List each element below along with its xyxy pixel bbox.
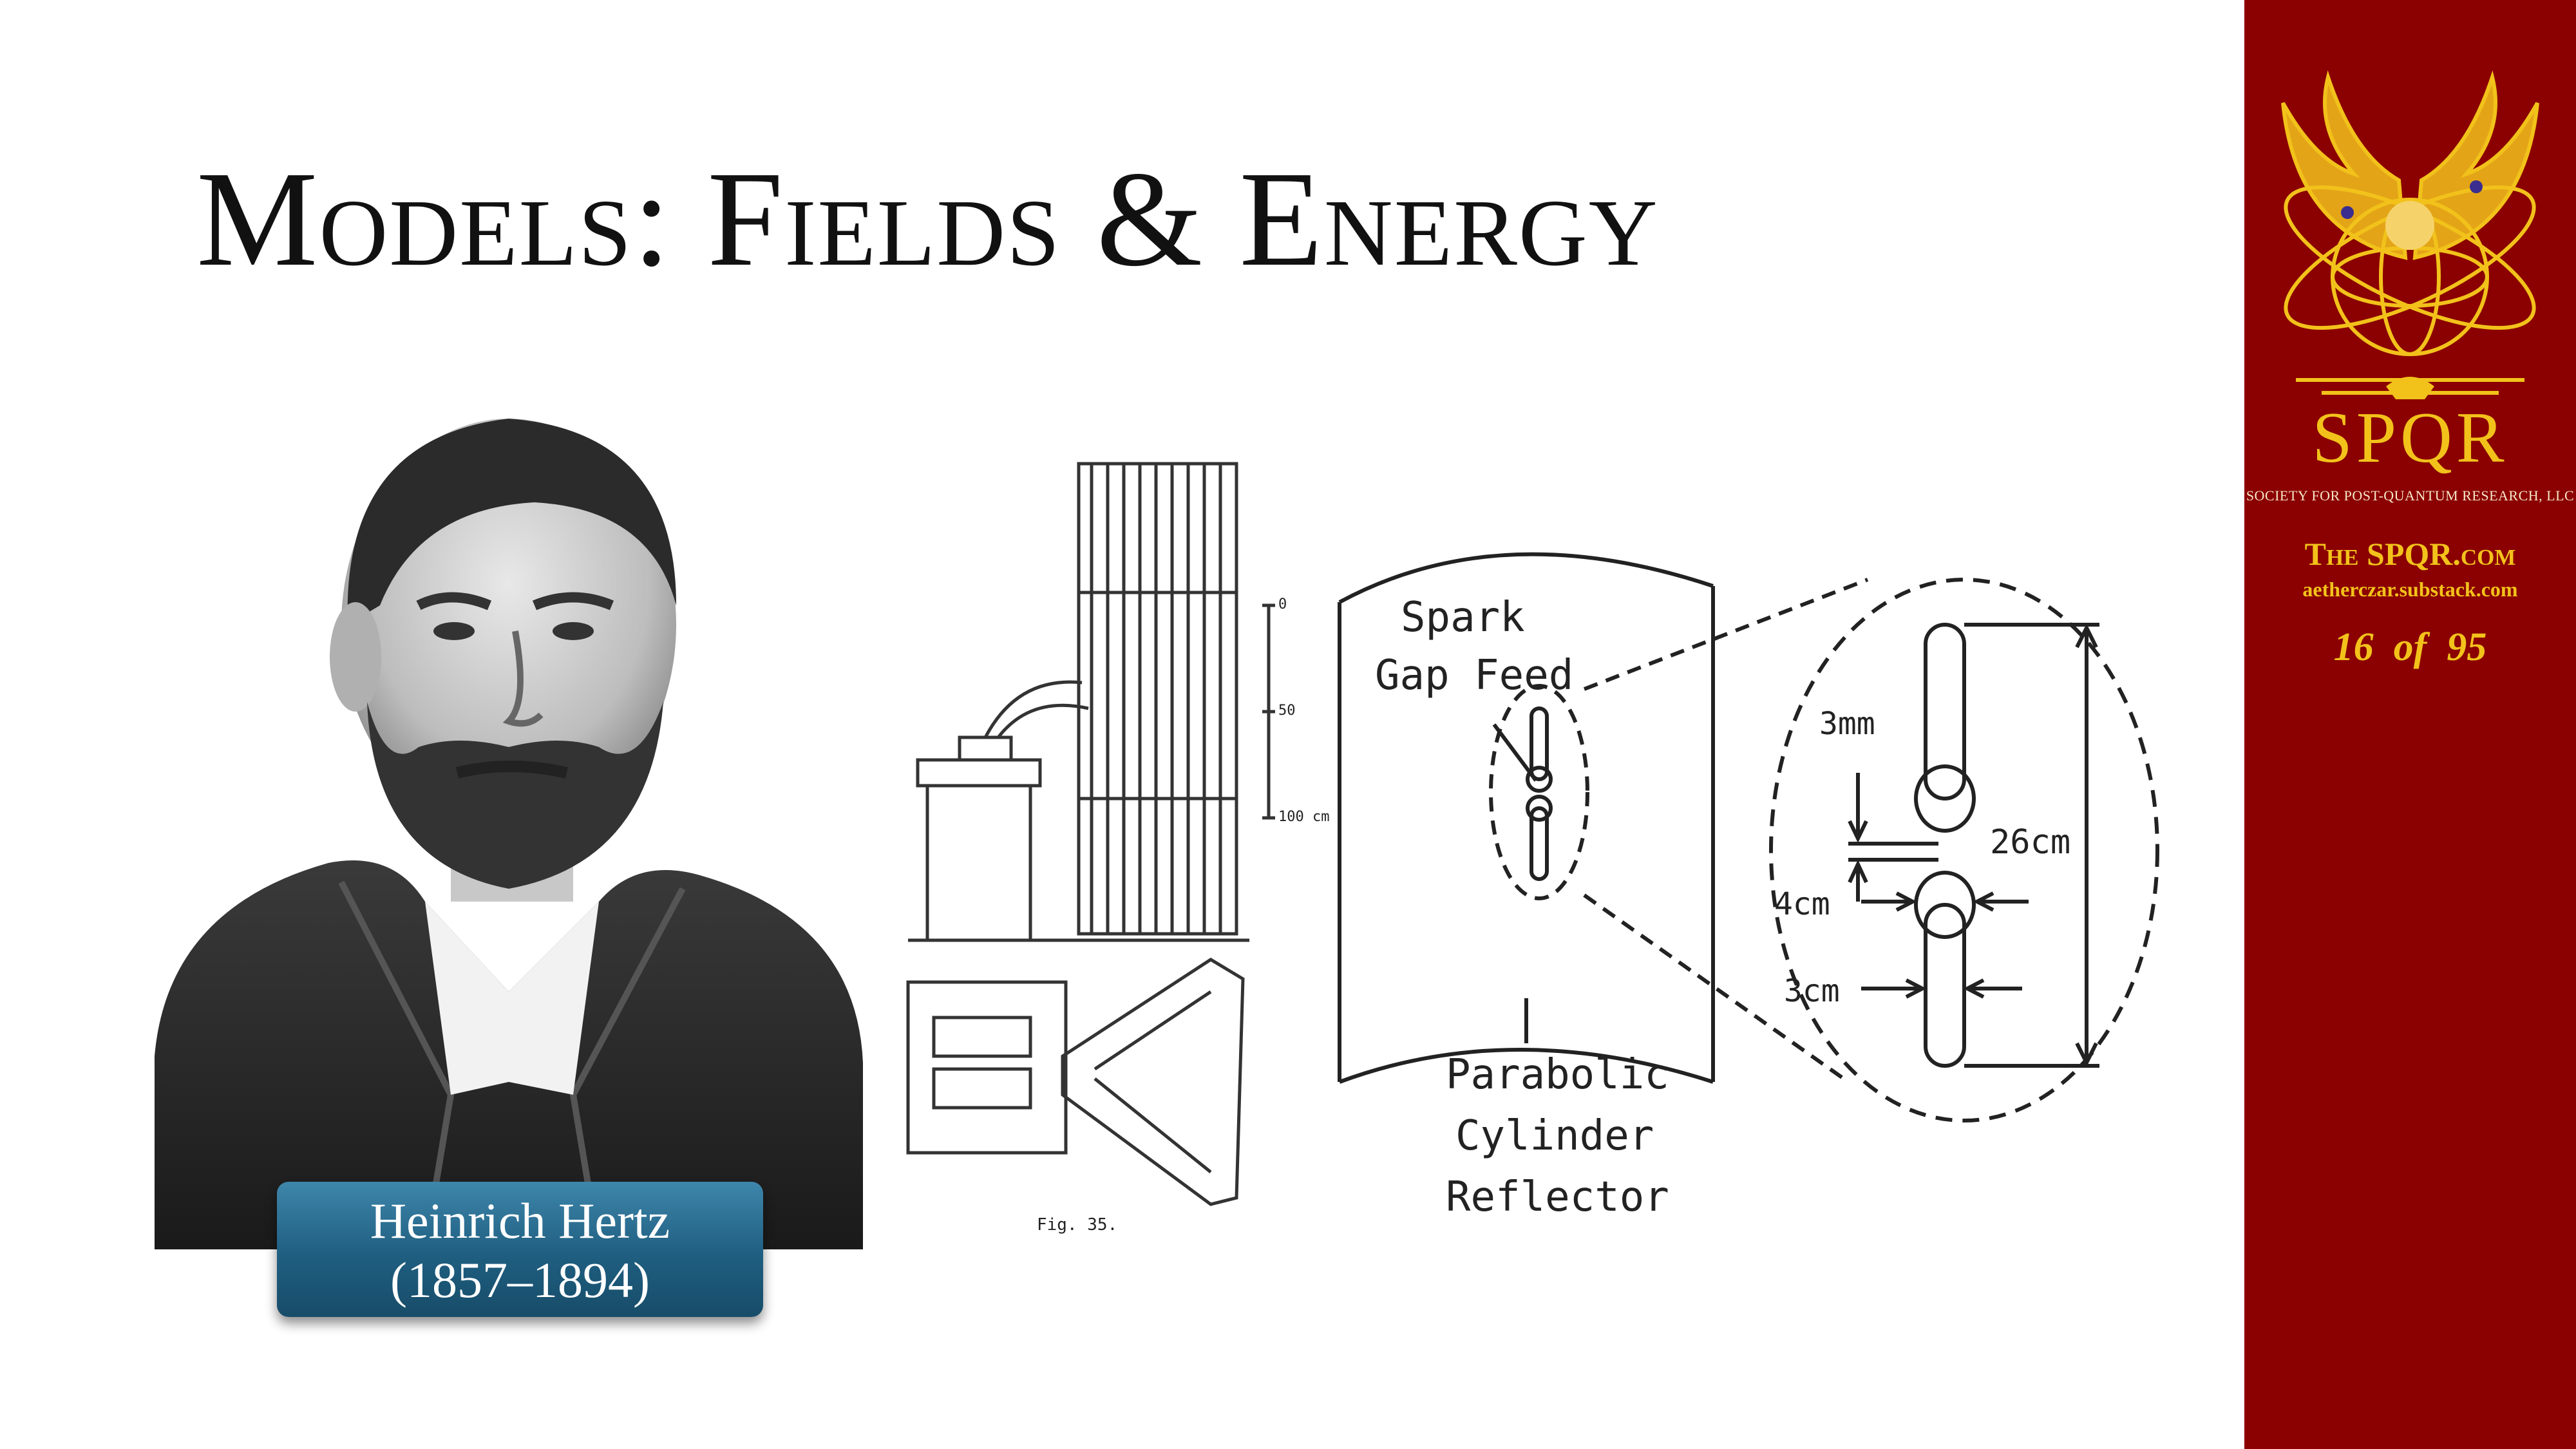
brand-tagline: SOCIETY FOR POST-QUANTUM RESEARCH, LLC <box>2246 488 2575 504</box>
page-counter: 16 of 95 <box>2244 621 2576 673</box>
dim-length-label: 26cm <box>1990 823 2070 862</box>
apparatus-drawing: 0 50 100 cm Fig. 35. <box>906 462 1329 1235</box>
caption-name: Heinrich Hertz <box>370 1193 670 1249</box>
caption-years: (1857–1894) <box>390 1252 650 1308</box>
sidebar: SPQR SOCIETY FOR POST-QUANTUM RESEARCH, … <box>2244 0 2576 1449</box>
label-parabolic: Parabolic <box>1446 1051 1669 1099</box>
figure-label: Fig. 35. <box>1037 1215 1117 1235</box>
scale-label-100: 100 cm <box>1278 809 1329 825</box>
page-separator: of <box>2393 625 2427 669</box>
page-current: 16 <box>2333 625 2374 669</box>
label-spark: Spark <box>1401 594 1525 641</box>
antenna-diagram: Spark Gap Feed Parabolic Cylinder Reflec… <box>1338 552 2159 1221</box>
dim-rod-label: 3cm <box>1784 973 1840 1009</box>
page-total: 95 <box>2447 625 2487 669</box>
label-reflector: Reflector <box>1446 1173 1669 1221</box>
portrait-caption: Heinrich Hertz (1857–1894) <box>277 1182 763 1317</box>
label-cylinder: Cylinder <box>1455 1112 1654 1160</box>
dim-gap-label: 3mm <box>1819 706 1875 742</box>
site-link[interactable]: The SPQR.com <box>2304 536 2516 572</box>
spqr-emblem-icon <box>2281 70 2539 399</box>
slide-title: Models: Fields & Energy <box>196 143 1659 294</box>
dim-sphere-label: 4cm <box>1774 886 1830 922</box>
substack-link[interactable]: aetherczar.substack.com <box>2302 578 2518 601</box>
hertz-portrait <box>155 419 863 1250</box>
scale-label-50: 50 <box>1278 703 1296 719</box>
label-gap-feed: Gap Feed <box>1375 652 1573 699</box>
scale-label-0: 0 <box>1278 596 1287 612</box>
brand-name: SPQR <box>2312 398 2508 478</box>
